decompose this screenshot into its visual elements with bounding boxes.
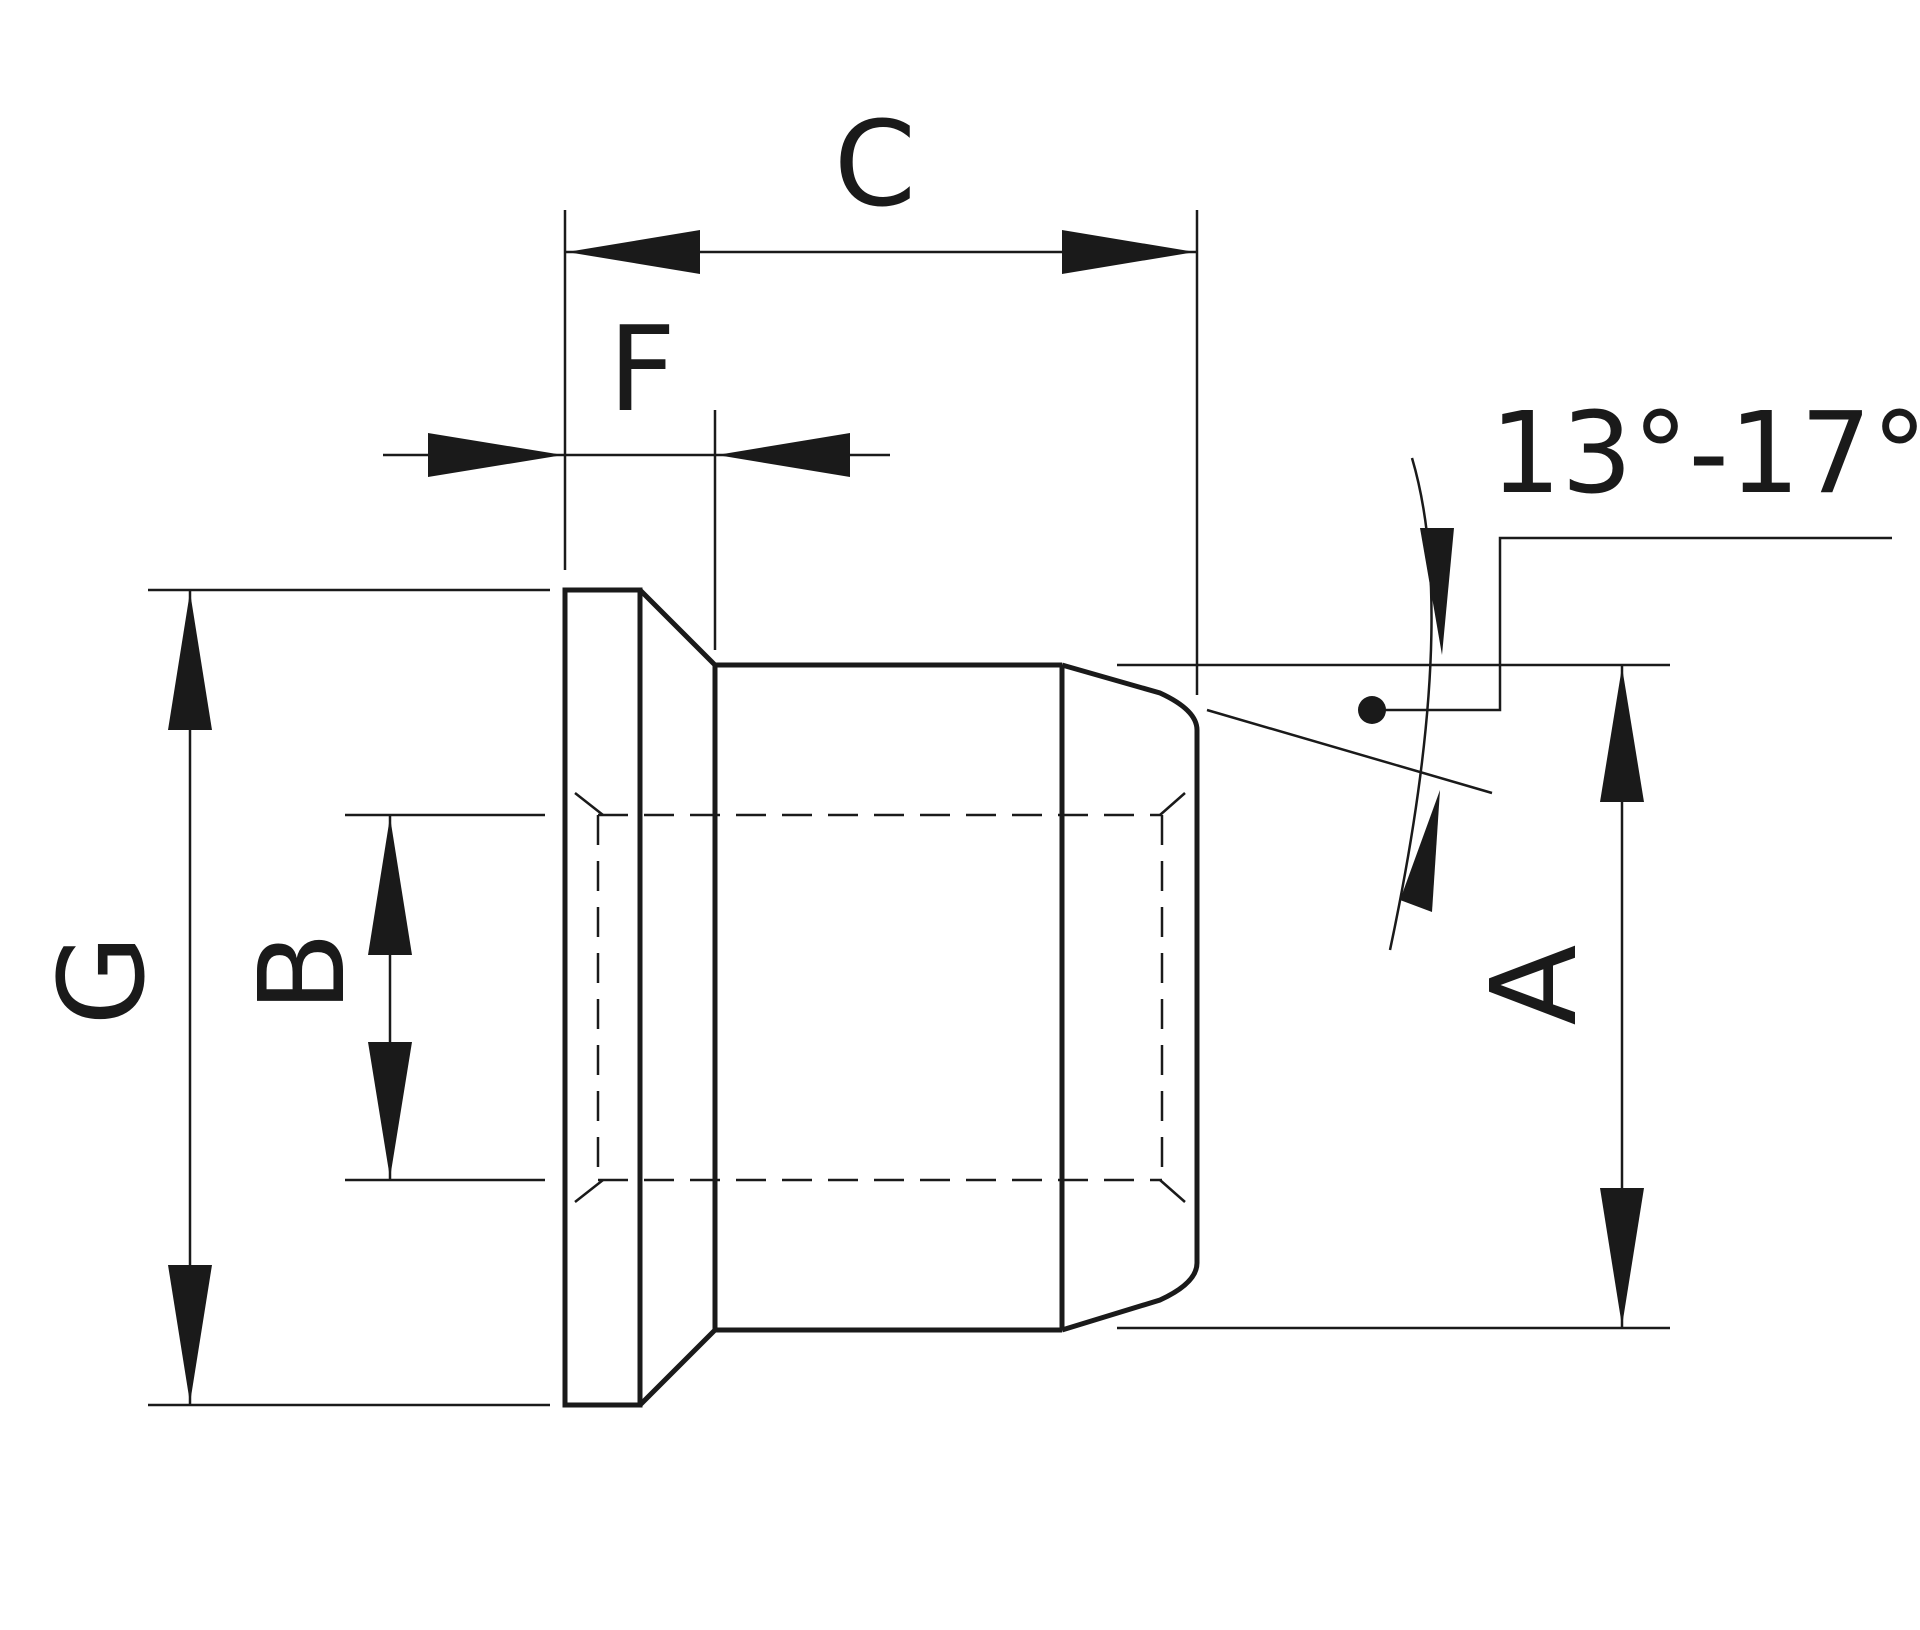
angle-label: 13°-17° [1490,389,1920,519]
part-outline [562,587,1200,1408]
dimension-g: G [33,590,212,1405]
body [715,662,1065,1333]
flange [562,587,643,1408]
dimension-f: F [383,300,890,477]
nose [1061,662,1200,1333]
dimension-c-label: C [834,95,916,233]
dimension-b: B [233,815,412,1180]
dimension-g-label: G [33,934,171,1025]
dimension-c: C [565,95,1197,274]
dimension-a: A [1465,665,1644,1328]
angle-dimension: 13°-17° [1206,389,1920,951]
extension-lines [148,210,1670,1407]
dimension-a-label: A [1465,945,1603,1026]
hidden-bore [574,792,1186,1203]
flange-taper [638,588,718,1407]
dimension-b-label: B [233,932,371,1013]
dimension-f-label: F [608,300,676,438]
